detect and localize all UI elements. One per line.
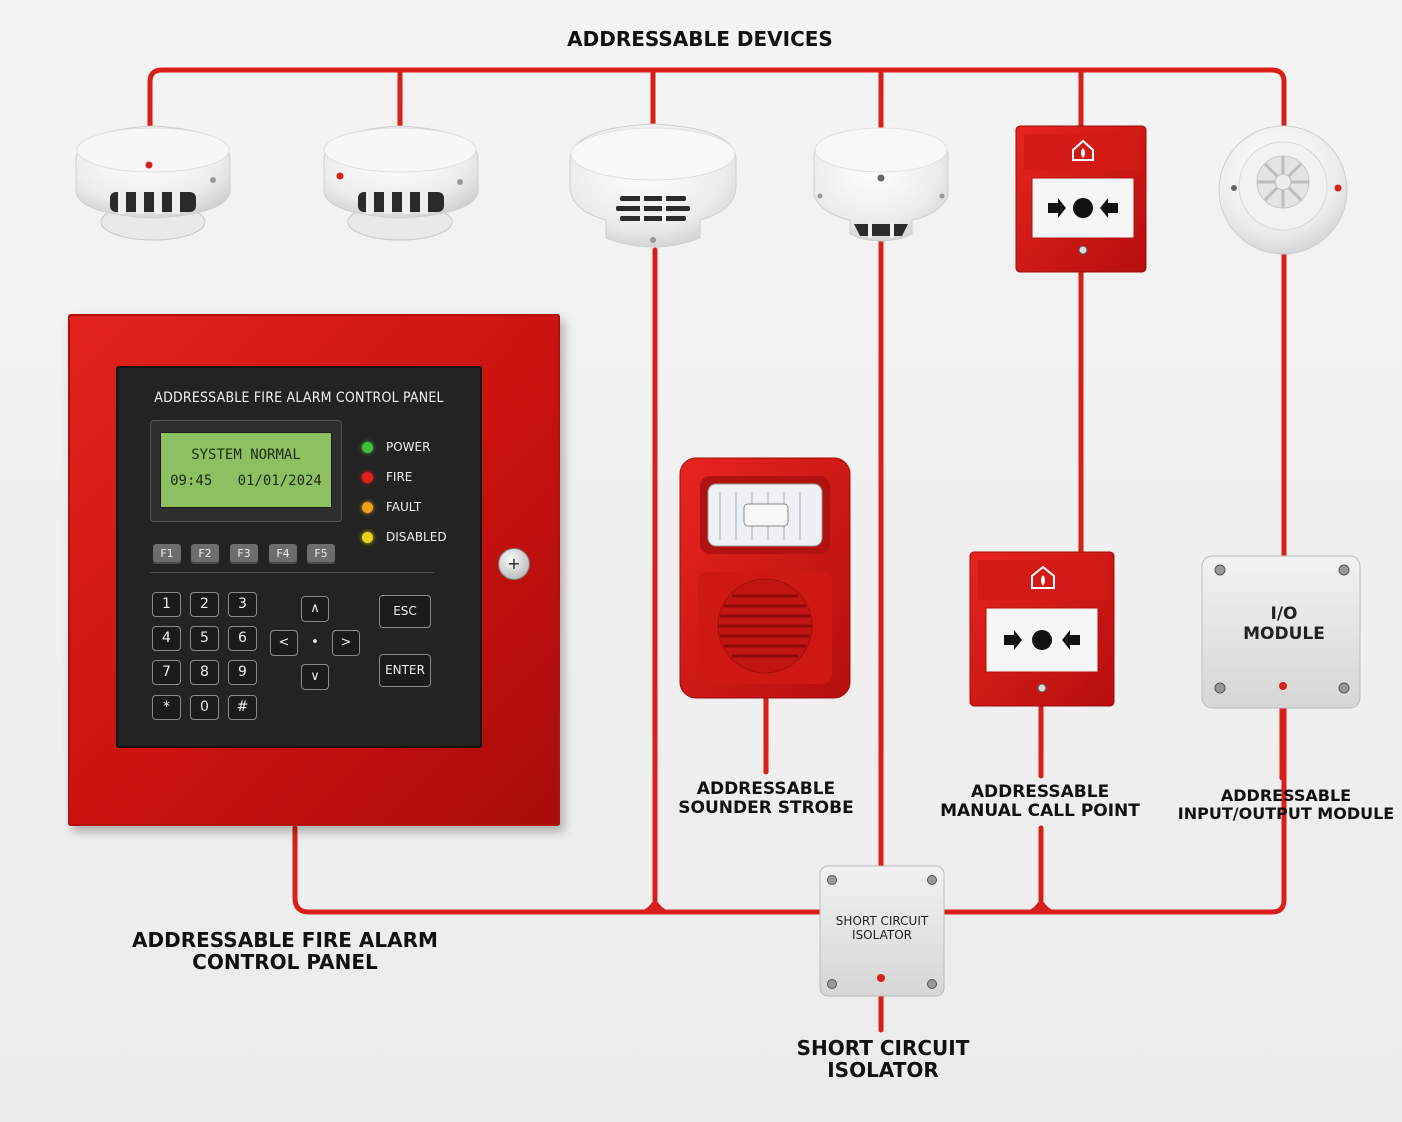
isolator-label-line1: SHORT CIRCUIT: [796, 1036, 970, 1060]
keypad-key-4[interactable]: 4: [152, 626, 181, 651]
lcd-display: SYSTEM NORMAL 09:45 01/01/2024: [160, 432, 332, 508]
arrow-down-key[interactable]: ∨: [301, 664, 329, 690]
isolator-box-line1: SHORT CIRCUIT: [835, 914, 929, 928]
arrow-center-key[interactable]: •: [311, 635, 319, 650]
fire-led-icon: [362, 472, 373, 483]
panel-faceplate: ADDRESSABLE FIRE ALARM CONTROL PANEL SYS…: [116, 366, 482, 748]
arrow-left-key[interactable]: <: [270, 630, 298, 656]
io-module-icon: [1201, 555, 1361, 709]
keypad-key-0[interactable]: 0: [190, 695, 219, 720]
smoke-detector-icon: [75, 125, 231, 241]
f1-key[interactable]: F1: [153, 544, 181, 564]
keypad-key-6[interactable]: 6: [228, 626, 257, 651]
lcd-datetime: 09:45 01/01/2024: [161, 473, 331, 489]
keypad-key-hash[interactable]: #: [228, 695, 257, 720]
manual-call-point-label: ADDRESSABLE MANUAL CALL POINT: [940, 782, 1140, 822]
manual-call-point-icon: [1015, 125, 1147, 273]
keypad-key-1[interactable]: 1: [152, 592, 181, 617]
io-module-label-line2: INPUT/OUTPUT MODULE: [1177, 803, 1395, 823]
lcd-bezel: SYSTEM NORMAL 09:45 01/01/2024: [150, 420, 342, 522]
heat-detector-icon: [813, 127, 949, 242]
enter-button[interactable]: ENTER: [379, 654, 431, 687]
keypad-key-9[interactable]: 9: [228, 660, 257, 685]
isolator-box-text: SHORT CIRCUIT ISOLATOR: [836, 914, 928, 943]
panel-title: ADDRESSABLE FIRE ALARM CONTROL PANEL: [154, 390, 444, 406]
f5-key[interactable]: F5: [307, 544, 335, 564]
keypad-key-2[interactable]: 2: [190, 592, 219, 617]
io-module-label-line1: ADDRESSABLE: [1220, 786, 1352, 805]
manual-call-point-icon: [969, 551, 1115, 707]
wire-junctions: [640, 892, 1056, 912]
lcd-status-text: SYSTEM NORMAL: [191, 447, 301, 463]
smoke-detector-icon: [323, 125, 479, 241]
control-panel-label: ADDRESSABLE FIRE ALARM CONTROL PANEL: [132, 929, 438, 974]
control-panel-label-line2: CONTROL PANEL: [192, 950, 378, 975]
io-module-box-line1: I/O: [1270, 604, 1298, 624]
panel-divider: [150, 572, 434, 573]
keypad-key-8[interactable]: 8: [190, 660, 219, 685]
sounder-strobe-label: ADDRESSABLE SOUNDER STROBE: [678, 779, 854, 819]
lcd-time: 09:45: [170, 473, 213, 489]
esc-button[interactable]: ESC: [379, 595, 431, 628]
control-panel-label-line1: ADDRESSABLE FIRE ALARM: [132, 928, 438, 952]
io-module-box-text: I/O MODULE: [1243, 604, 1325, 645]
isolator-box-line2: ISOLATOR: [852, 928, 912, 943]
io-module-box-line2: MODULE: [1243, 624, 1325, 645]
lcd-date: 01/01/2024: [237, 473, 322, 489]
keypad-key-7[interactable]: 7: [152, 660, 181, 685]
sounder-strobe-icon: [679, 457, 851, 699]
led-label: FAULT: [386, 500, 422, 514]
manual-call-point-label-line1: ADDRESSABLE: [970, 782, 1110, 802]
fault-led-icon: [362, 502, 373, 513]
io-module-label: ADDRESSABLE INPUT/OUTPUT MODULE: [1178, 787, 1394, 823]
door-lock-icon[interactable]: +: [498, 548, 530, 580]
sounder-strobe-label-line1: ADDRESSABLE: [696, 779, 836, 799]
f3-key[interactable]: F3: [230, 544, 258, 564]
keypad-key-star[interactable]: *: [152, 695, 181, 720]
manual-call-point-label-line2: MANUAL CALL POINT: [940, 801, 1140, 822]
keypad-key-5[interactable]: 5: [190, 626, 219, 651]
f4-key[interactable]: F4: [269, 544, 297, 564]
arrow-right-key[interactable]: >: [332, 630, 360, 656]
heat-sensor-detector-icon: [1218, 125, 1348, 255]
led-label: DISABLED: [386, 530, 447, 544]
led-label: POWER: [386, 440, 431, 454]
fire-alarm-control-panel: ADDRESSABLE FIRE ALARM CONTROL PANEL SYS…: [68, 314, 560, 826]
led-label: FIRE: [386, 470, 413, 484]
addressable-devices-title: ADDRESSABLE DEVICES: [567, 27, 833, 51]
short-circuit-isolator-label: SHORT CIRCUIT ISOLATOR: [797, 1037, 970, 1082]
wiring-loop: [147, 67, 1287, 1033]
sounder-strobe-label-line2: SOUNDER STROBE: [678, 798, 854, 819]
multi-sensor-detector-icon: [569, 123, 737, 248]
arrow-up-key[interactable]: ∧: [301, 596, 329, 622]
isolator-label-line2: ISOLATOR: [827, 1058, 939, 1083]
f2-key[interactable]: F2: [191, 544, 219, 564]
short-circuit-isolator-icon: [819, 865, 945, 997]
keypad-key-3[interactable]: 3: [228, 592, 257, 617]
power-led-icon: [362, 442, 373, 453]
disabled-led-icon: [362, 532, 373, 543]
